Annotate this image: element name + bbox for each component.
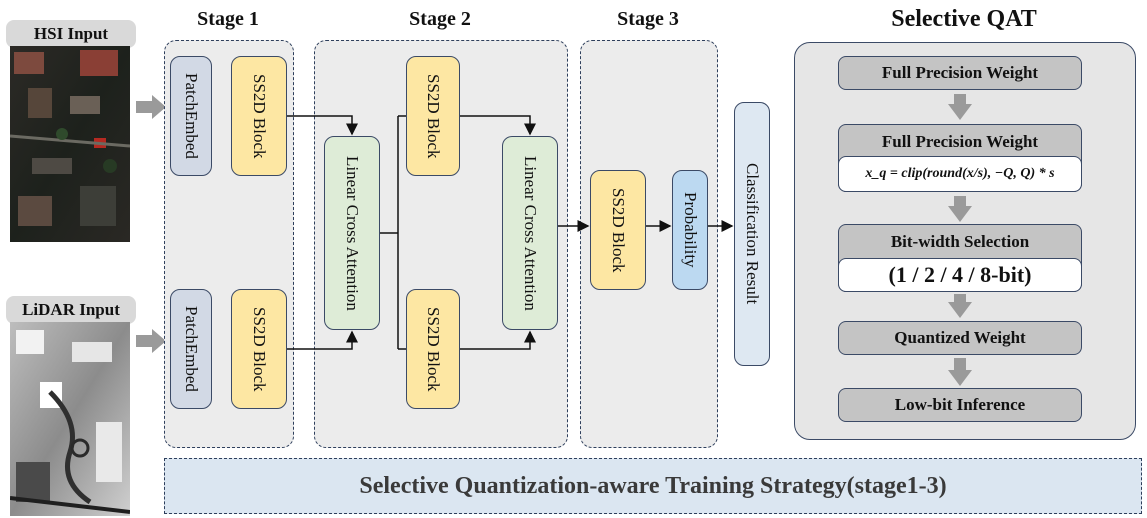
stage3-title: Stage 3 — [617, 8, 679, 30]
hsi-input-label: HSI Input — [6, 20, 136, 48]
lidar-patch-embed-block: PatchEmbed — [170, 289, 212, 409]
selective-qat-strategy-banner: Selective Quantization-aware Training St… — [164, 458, 1142, 514]
ss2d-block-label: SS2D Block — [424, 306, 443, 392]
patch-embed-label: PatchEmbed — [182, 306, 201, 392]
patch-embed-label: PatchEmbed — [182, 73, 201, 159]
qat-step3-label: Bit-width Selection — [890, 232, 1030, 251]
qat-step2-label: Full Precision Weight — [881, 132, 1039, 151]
lidar-ss2d-block: SS2D Block — [231, 289, 287, 409]
quantization-formula: x_q = clip(round(x/s), −Q, Q) * s — [838, 156, 1082, 192]
qat-step-full-precision-weight: Full Precision Weight — [838, 56, 1082, 90]
flow-connectors — [287, 115, 734, 350]
probability-label: Probability — [681, 192, 700, 268]
formula-text: x_q = clip(round(x/s), −Q, Q) * s — [865, 166, 1055, 181]
qat-down-arrows — [948, 94, 972, 386]
stage1-title: Stage 1 — [197, 8, 259, 30]
lidar-input-label: LiDAR Input — [6, 296, 136, 324]
ss2d-block-label: SS2D Block — [250, 306, 269, 392]
stage2-ss2d-block-top: SS2D Block — [406, 56, 460, 176]
ss2d-block-label: SS2D Block — [250, 73, 269, 159]
classification-result-block: Classification Result — [734, 102, 770, 366]
qat-step-quantized-weight: Quantized Weight — [838, 321, 1082, 355]
ss2d-block-label: SS2D Block — [424, 73, 443, 159]
bitwidth-options-text: (1 / 2 / 4 / 8-bit) — [888, 262, 1032, 287]
stage2-ss2d-block-bottom: SS2D Block — [406, 289, 460, 409]
hsi-input-image — [10, 46, 130, 242]
linear-cross-attention-block-1: Linear Cross Attention — [324, 136, 380, 330]
ss2d-block-label: SS2D Block — [609, 187, 628, 273]
linear-cross-attention-label: Linear Cross Attention — [521, 155, 540, 311]
qat-title: Selective QAT — [891, 6, 1037, 32]
linear-cross-attention-label: Linear Cross Attention — [343, 155, 362, 311]
lidar-input-image — [10, 322, 130, 516]
linear-cross-attention-block-2: Linear Cross Attention — [502, 136, 558, 330]
classification-result-label: Classification Result — [743, 163, 762, 305]
bitwidth-options: (1 / 2 / 4 / 8-bit) — [838, 258, 1082, 292]
hsi-patch-embed-block: PatchEmbed — [170, 56, 212, 176]
hsi-ss2d-block: SS2D Block — [231, 56, 287, 176]
probability-block: Probability — [672, 170, 708, 290]
stage3-ss2d-block: SS2D Block — [590, 170, 646, 290]
qat-step-low-bit-inference: Low-bit Inference — [838, 388, 1082, 422]
input-arrows — [136, 95, 166, 353]
stage2-title: Stage 2 — [409, 8, 471, 30]
